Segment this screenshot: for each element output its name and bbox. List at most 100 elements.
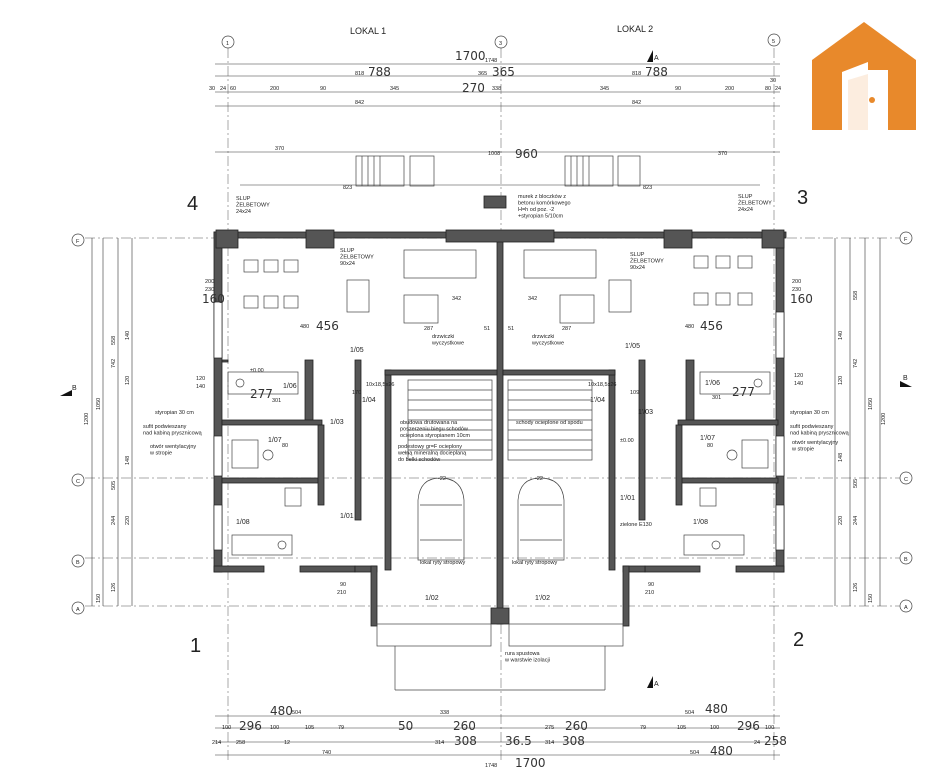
room-dim-160-right: 160 [790, 292, 813, 306]
label-schody: schody ocieplone od spodu [516, 420, 583, 426]
room-dim-301-right: 301 [712, 395, 721, 401]
dim-right-220: 220 [838, 516, 844, 525]
building-walls [213, 229, 787, 627]
room-dim-51-left: 51 [484, 326, 490, 332]
dim-top-r2-12: 24 [775, 86, 781, 92]
room-dim-170: 170 [352, 390, 361, 396]
axis-label-1: 1 [226, 41, 229, 47]
axis-A-left: A [76, 607, 80, 613]
dim-bot-r2-10: 105 [677, 725, 686, 731]
brand-logo-icon [812, 22, 916, 134]
dim-right-1050: 1050 [868, 398, 874, 410]
room-1-01: 1/01 [340, 513, 354, 520]
room-1p-05: 1'/05 [625, 343, 640, 350]
dim-top-r2-3: 200 [270, 86, 279, 92]
room-dim-456-right: 456 [700, 319, 723, 333]
axis-C-left: C [76, 479, 80, 485]
dim-bot-r1-0: 480 [270, 704, 293, 718]
dim-bot-r2-9: 79 [640, 725, 646, 731]
room-1-06: 1/06 [283, 383, 297, 390]
dim-right-148: 148 [838, 453, 844, 462]
axis-markers-top: 1 3 5 [221, 33, 781, 49]
room-dim-51-right: 51 [508, 326, 514, 332]
bottom-dimension-chains: 480 504 338 504 480 100 296 100 105 79 5… [212, 702, 787, 768]
left-dimension-chains: 1200 1050 558 742 140 120 148 505 244 22… [84, 238, 133, 606]
dim-left-244: 244 [111, 516, 117, 525]
room-dim-120-right: 120 [794, 373, 803, 379]
dim-bot-r1-4: 480 [705, 702, 728, 716]
dim-mid: 365 [478, 71, 487, 77]
dim-right-244: 244 [853, 516, 859, 525]
dim-left-148: 148 [125, 456, 131, 465]
dim-right-823: 823 [643, 185, 652, 191]
dim-half-left: 818 [355, 71, 364, 77]
room-dim-80-left: 80 [282, 443, 288, 449]
dim-left-150: 150 [96, 594, 102, 603]
dim-bot-r2-8: 260 [565, 719, 588, 733]
dim-bot-overall-hand: 1700 [515, 756, 546, 768]
dim-bot-r2-5: 50 [398, 719, 413, 733]
sofas [346, 249, 632, 324]
room-1p-07: 1'/07 [700, 435, 715, 442]
dim-left-742: 742 [111, 359, 117, 368]
room-dim-200-left: 200 [205, 279, 214, 285]
axis-label-5: 5 [772, 39, 775, 45]
dim-top-r3-0: 842 [355, 100, 364, 106]
room-dim-210-left: 210 [337, 590, 346, 596]
room-dim-230-right: 230 [792, 287, 801, 293]
dim-left-823: 823 [343, 185, 352, 191]
dim-left-220: 220 [125, 516, 131, 525]
dim-top-r3-1: 842 [632, 100, 641, 106]
dim-top-r2-2: 60 [230, 86, 236, 92]
axis-B-left: B [76, 560, 80, 566]
axis-label-3: 3 [499, 41, 502, 47]
label-minus022-right: -22 [535, 476, 543, 482]
room-1-02: 1/02 [425, 595, 439, 602]
dim-half-left-hand: 788 [368, 65, 391, 79]
dim-right-120: 120 [838, 376, 844, 385]
room-1p-01: 1'/01 [620, 495, 635, 502]
dim-right-150: 150 [868, 594, 874, 603]
dim-right-742: 742 [853, 359, 859, 368]
dim-bot-r2-1: 296 [239, 719, 262, 733]
stairs [407, 379, 593, 461]
room-dim-277-left: 277 [250, 387, 273, 401]
dim-bot-r2-7: 275 [545, 725, 554, 731]
room-dim-160-left: 160 [202, 292, 225, 306]
dim-bot-r2-13: 100 [765, 725, 774, 731]
dim-top-r2-0: 30 [209, 86, 215, 92]
room-dim-120-left: 120 [196, 376, 205, 382]
dim-bot-r4-1: 504 [690, 750, 699, 756]
dim-left-120: 120 [125, 376, 131, 385]
label-lokal-ryty-right: lokal ryty stropowy [512, 560, 557, 566]
room-1-08: 1/08 [236, 519, 250, 526]
room-dim-480-left: 480 [300, 324, 309, 330]
room-dim-90-left: 90 [340, 582, 346, 588]
room-dimensions: 480 456 480 456 287 287 342 342 200 230 … [196, 279, 813, 596]
section-marks: B B A A [60, 50, 912, 688]
dim-top-r2-6: 270 [462, 81, 485, 95]
room-1-05: 1/05 [350, 347, 364, 354]
axis-F-right: F [904, 237, 908, 243]
room-dim-140-right: 140 [794, 381, 803, 387]
dim-bot-overall: 1748 [485, 763, 497, 768]
room-1-04: 1/04 [362, 397, 376, 404]
label-lokal-ryty-left: lokal ryty stropowy [420, 560, 465, 566]
label-zielone: zielone E130 [620, 522, 652, 528]
dim-bot-r3-4: 308 [454, 734, 477, 748]
dim-bot-r3-6: 314 [545, 740, 554, 746]
axis-C-right: C [904, 477, 908, 483]
room-dim-277-right: 277 [732, 385, 755, 399]
section-a-bottom: A [654, 681, 659, 688]
dim-bot-r3-0: 214 [212, 740, 221, 746]
room-1p-04: 1'/04 [590, 397, 605, 404]
